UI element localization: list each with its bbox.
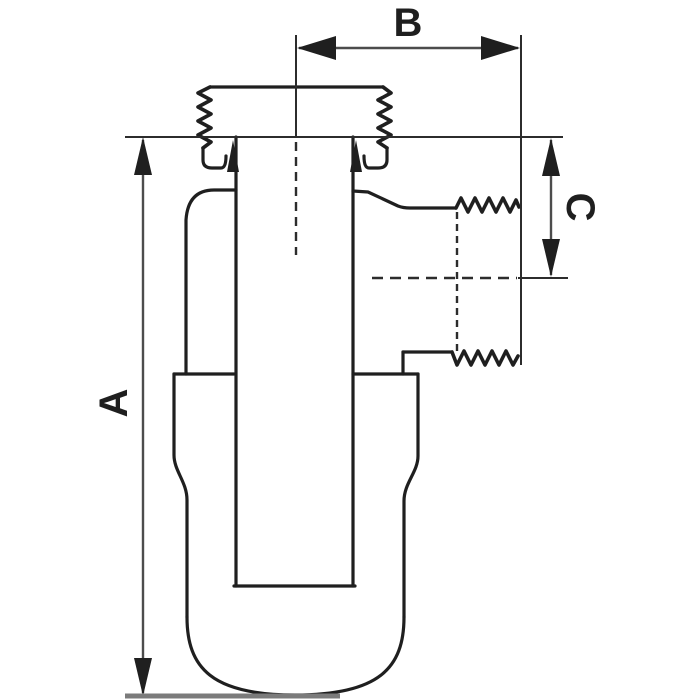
nut-thread-right bbox=[376, 85, 393, 150]
inlet-tube bbox=[232, 135, 357, 588]
outlet-thread-top bbox=[454, 196, 521, 214]
outlet-threads bbox=[450, 196, 521, 367]
dim-c-arrow-up bbox=[542, 138, 560, 176]
dim-c-arrow-down bbox=[542, 239, 560, 277]
dim-a-arrow-down bbox=[134, 658, 152, 696]
dim-c-label: C bbox=[558, 193, 602, 222]
nut-hook-left bbox=[201, 146, 228, 170]
centerlines bbox=[294, 142, 517, 352]
body-shoulder-left bbox=[184, 188, 238, 376]
dim-b-arrow-left bbox=[297, 36, 336, 60]
cup-wall-right bbox=[402, 372, 420, 619]
dim-a-arrow-up bbox=[134, 137, 152, 175]
dim-b-label: B bbox=[394, 1, 423, 45]
body-shoulder-right bbox=[351, 189, 458, 210]
dimension-A: A bbox=[92, 136, 563, 699]
outlet-thread-bottom bbox=[450, 349, 520, 367]
dim-a-label: A bbox=[92, 389, 136, 418]
nut-thread-left bbox=[196, 85, 213, 150]
dimension-C: C bbox=[518, 138, 602, 279]
dim-b-arrow-right bbox=[481, 36, 520, 60]
dimension-B: B bbox=[295, 1, 522, 365]
cup-wall-left bbox=[172, 372, 189, 619]
trap-body bbox=[184, 188, 458, 376]
nut-hook-right bbox=[362, 146, 389, 170]
